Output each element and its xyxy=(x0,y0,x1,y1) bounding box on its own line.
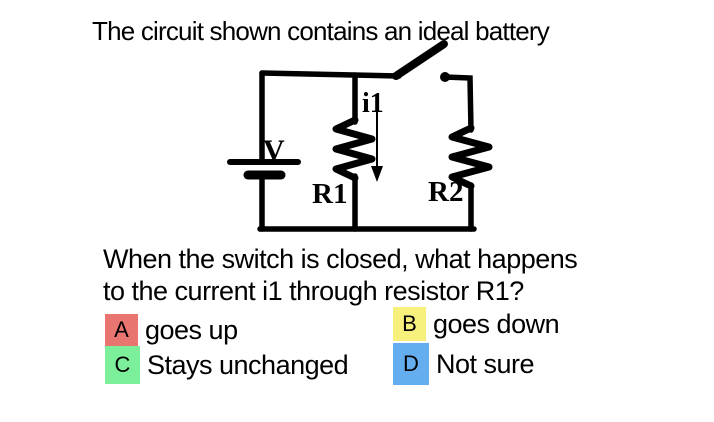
resistor2-label: R2 xyxy=(428,176,463,208)
circuit-wires xyxy=(257,70,477,232)
current-arrow xyxy=(371,112,383,182)
option-c-key[interactable]: C xyxy=(105,346,140,384)
top-wire xyxy=(259,70,402,79)
switch-blade xyxy=(392,40,448,80)
current-arrow-head xyxy=(371,166,383,182)
option-a[interactable]: A goes up xyxy=(105,314,238,346)
question-line-1: When the switch is closed, what happens xyxy=(103,244,578,274)
option-c[interactable]: C Stays unchanged xyxy=(105,346,349,384)
current-label: i1 xyxy=(362,88,384,119)
switch-symbol xyxy=(392,40,450,82)
resistor-r1-symbol xyxy=(332,116,376,182)
option-b[interactable]: B goes down xyxy=(393,307,560,341)
resistor-r2-symbol xyxy=(448,124,493,190)
resistor1-label: R1 xyxy=(312,178,347,210)
option-a-key[interactable]: A xyxy=(105,314,138,346)
option-d[interactable]: D Not sure xyxy=(393,343,535,385)
switch-contact-dot xyxy=(440,72,450,82)
slide-title: The circuit shown contains an ideal batt… xyxy=(92,16,550,46)
option-c-label: Stays unchanged xyxy=(147,349,349,380)
r2-branch-upper xyxy=(442,74,474,133)
battery-symbol xyxy=(227,159,301,180)
option-b-key[interactable]: B xyxy=(393,307,426,341)
option-d-key[interactable]: D xyxy=(393,343,429,385)
question-line-2: to the current i1 through resistor R1? xyxy=(103,276,524,306)
option-b-label: goes down xyxy=(433,308,560,339)
option-d-label: Not sure xyxy=(436,348,535,379)
battery-label: V xyxy=(263,134,285,167)
circuit-diagram: V i1 R1 R2 xyxy=(227,40,493,232)
option-a-label: goes up xyxy=(145,314,238,345)
question-text: When the switch is closed, what happens … xyxy=(103,243,578,307)
